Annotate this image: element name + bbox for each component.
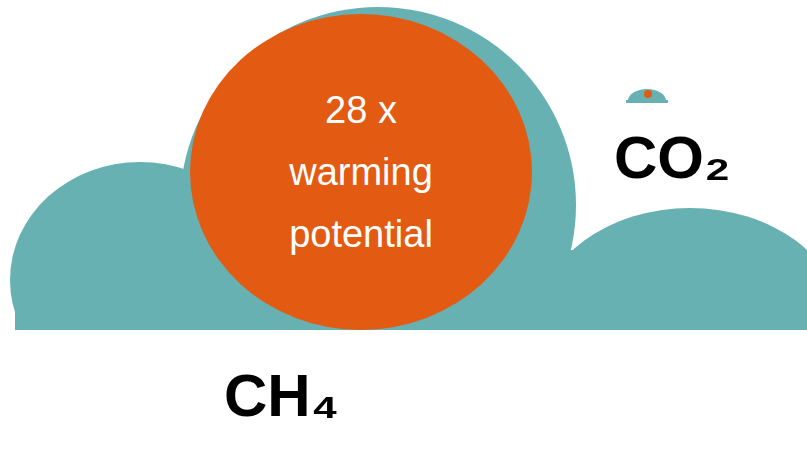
formula-label: CH₄ [224,366,339,426]
molecule-icon [626,89,668,103]
formula-label: CO₂ [614,128,731,188]
warming-circle: 28 x warming potential [190,14,532,330]
circle-text: 28 x warming potential [266,79,456,265]
